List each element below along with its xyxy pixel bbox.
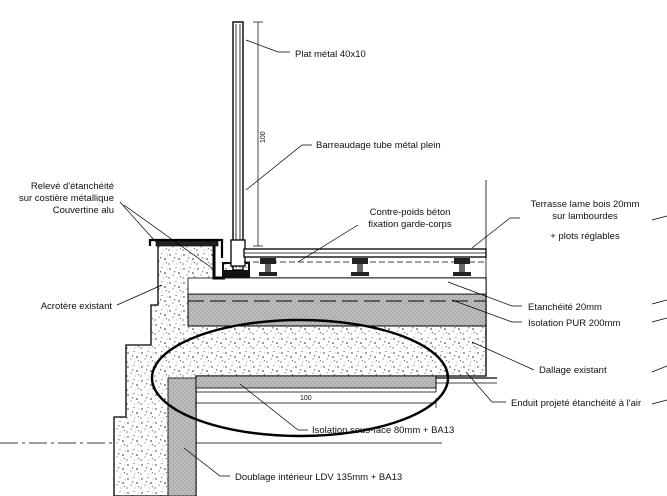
couvertine-alu xyxy=(148,238,224,258)
label-isolation-pur: Isolation PUR 200mm xyxy=(528,318,620,329)
label-releve-1: Relevé d'étanchéité xyxy=(31,181,114,192)
highlight-ellipse xyxy=(150,318,450,438)
plots-reglables xyxy=(259,258,471,276)
plat-metal xyxy=(232,21,244,271)
label-isolation-sous-face: Isolation sous-face 80mm + BA13 xyxy=(312,425,454,436)
releve-etancheite xyxy=(212,246,225,280)
label-couvertine: Couvertine alu xyxy=(53,205,114,216)
edge-ticks xyxy=(651,215,667,405)
label-acrotere: Acrotère existant xyxy=(41,301,113,312)
etancheite-layer xyxy=(187,277,487,295)
label-terrasse-1: Terrasse lame bois 20mm xyxy=(531,199,640,210)
label-terrasse-2: sur lambourdes xyxy=(552,211,618,222)
isolation-sous-face-layer xyxy=(195,375,437,389)
label-barreaudage: Barreaudage tube métal plein xyxy=(316,140,441,151)
label-dallage: Dallage existant xyxy=(539,365,607,376)
label-plat-metal: Plat métal 40x10 xyxy=(295,49,366,60)
label-etancheite: Etanchéité 20mm xyxy=(528,302,602,313)
label-terrasse-3: + plots réglables xyxy=(550,231,620,242)
isolation-acrotere xyxy=(167,377,197,496)
leader-lines xyxy=(116,39,535,477)
label-contre-poids-1: Contre-poids béton xyxy=(370,207,451,218)
dim-railing-text: 100 xyxy=(260,131,267,143)
barreaudage-tube xyxy=(230,239,246,267)
label-doublage: Doublage intérieur LDV 135mm + BA13 xyxy=(235,472,402,483)
dim-ceiling-text: 100 xyxy=(300,395,312,402)
label-enduit: Enduit projeté étanchéité à l'air xyxy=(511,398,641,409)
label-releve-2: sur costière métallique xyxy=(19,193,114,204)
label-contre-poids-2: fixation garde-corps xyxy=(368,219,452,230)
